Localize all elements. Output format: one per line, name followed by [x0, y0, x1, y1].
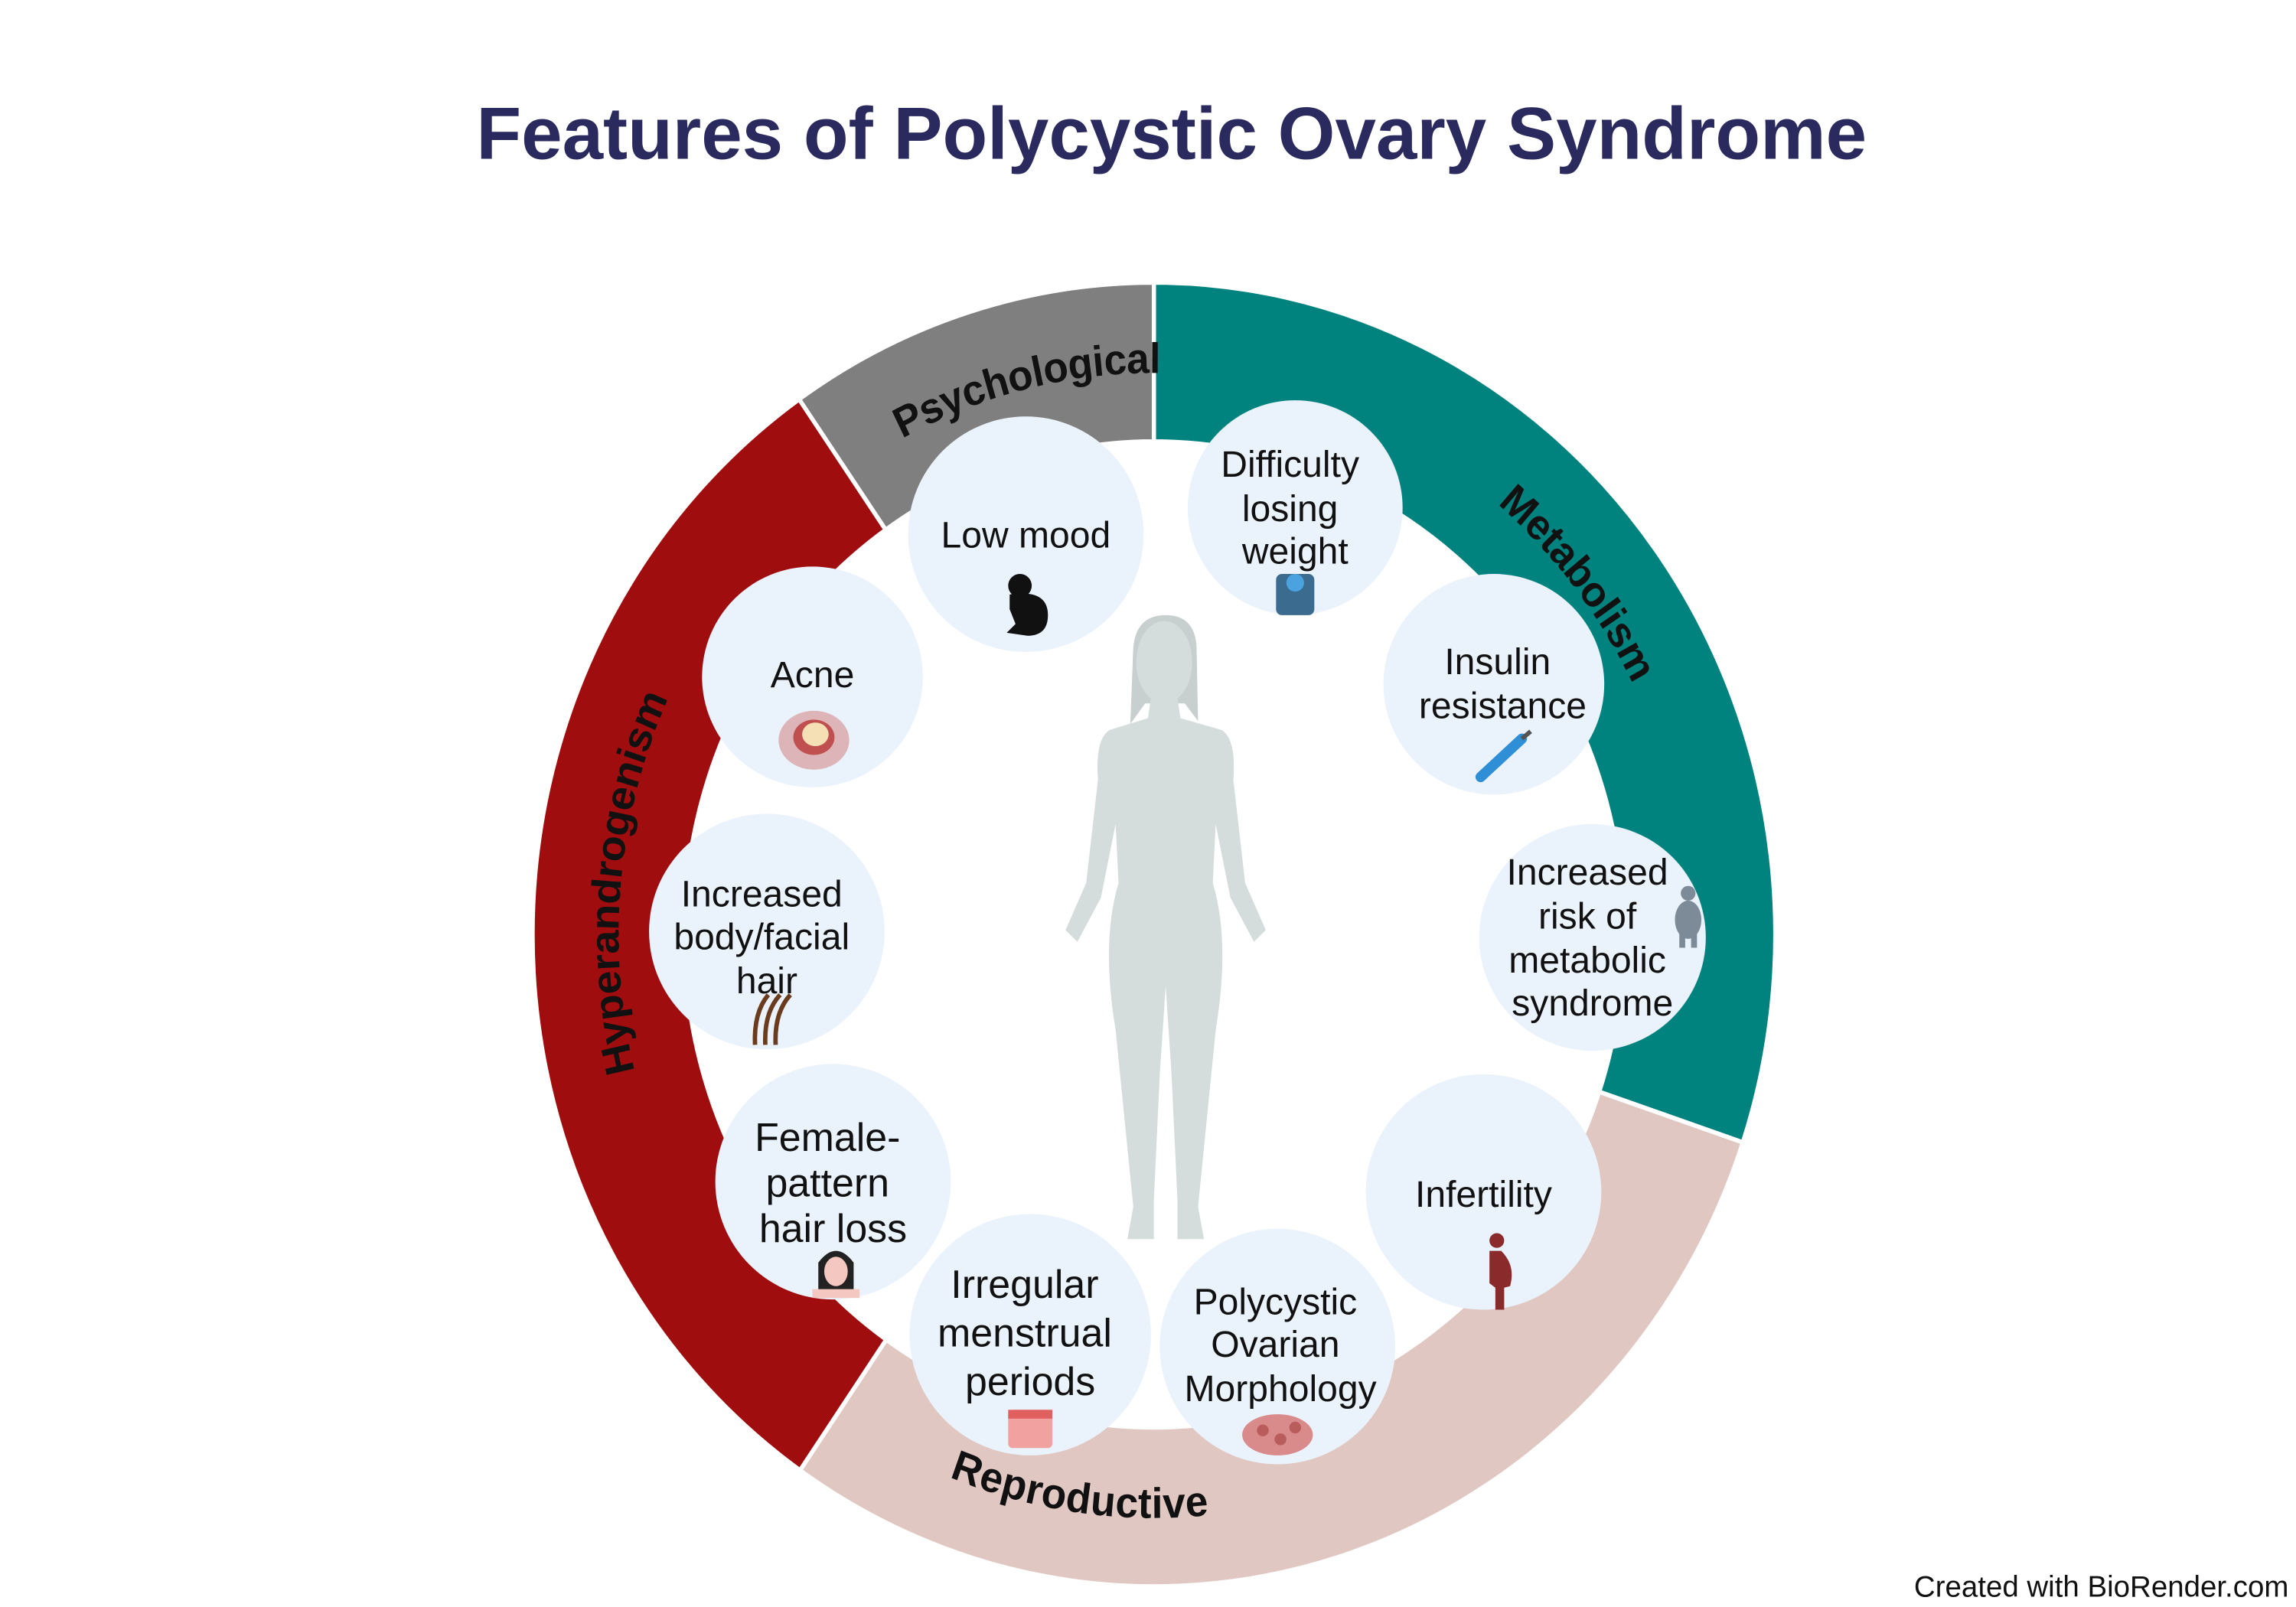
feature-female-pattern-hair-loss: Female- pattern hair loss	[715, 1064, 951, 1300]
feature-label: Low mood	[941, 514, 1111, 556]
feature-irregular-menstrual-periods: Irregular menstrual periods	[909, 1214, 1151, 1455]
feature-label: Difficulty losing weight	[1221, 444, 1369, 572]
feature-infertility: Infertility	[1365, 1074, 1602, 1310]
feature-bubble	[702, 566, 923, 787]
feature-polycystic-ovarian-morphology: Polycystic Ovarian Morphology	[1159, 1228, 1396, 1465]
woman-head-icon	[812, 1250, 860, 1299]
feature-insulin-resistance: Insulin resistance	[1383, 574, 1605, 795]
obese-person-icon	[1675, 885, 1702, 948]
feature-label: Acne	[771, 654, 855, 696]
sad-person-icon	[1006, 574, 1049, 636]
calendar-icon	[1008, 1410, 1052, 1449]
page-title: Features of Polycystic Ovary Syndrome	[476, 93, 1867, 175]
feature-label: Increased body/facial hair	[673, 874, 859, 1002]
feature-bubble	[1159, 1228, 1396, 1465]
ovary-icon	[1242, 1414, 1313, 1455]
feature-acne: Acne	[702, 566, 923, 787]
hair-strands-icon	[752, 993, 792, 1045]
segment-metabolism	[1151, 280, 1778, 1146]
feature-bubble	[1187, 400, 1403, 615]
weighing-scale-icon	[1276, 574, 1315, 615]
syringe-icon	[1475, 729, 1532, 783]
biorender-credit: Created with BioRender.com	[1914, 1571, 2288, 1604]
feature-difficulty-losing-weight: Difficulty losing weight	[1187, 400, 1403, 615]
feature-low-mood: Low mood	[908, 416, 1144, 652]
segment-reproductive	[797, 1089, 1746, 1589]
feature-label: Infertility	[1415, 1174, 1552, 1215]
segment-hyperandrogenism	[530, 396, 889, 1474]
feature-bubble	[1383, 574, 1605, 795]
pimple-icon	[778, 710, 850, 770]
feature-bubble	[715, 1064, 951, 1300]
feature-label: Increased risk of metabolic syndrome	[1507, 852, 1678, 1024]
feature-label: Polycystic Ovarian Morphology	[1185, 1281, 1377, 1409]
feature-bubble	[1365, 1074, 1602, 1310]
feature-bubble	[908, 416, 1144, 652]
feature-label: Female- pattern hair loss	[755, 1116, 912, 1251]
feature-label: Insulin resistance	[1419, 641, 1587, 727]
feature-bubble	[649, 813, 885, 1050]
female-body-icon	[1065, 614, 1266, 1240]
feature-bubble	[1479, 823, 1706, 1051]
category-ring: Metabolism Reproductive Hyperandrogenism…	[530, 280, 1778, 1589]
feature-label: Irregular menstrual periods	[938, 1263, 1123, 1404]
feature-metabolic-syndrome-risk: Increased risk of metabolic syndrome	[1479, 823, 1706, 1051]
feature-increased-body-facial-hair: Increased body/facial hair	[649, 813, 885, 1050]
feature-bubble	[909, 1214, 1151, 1455]
pregnant-woman-icon	[1489, 1233, 1512, 1310]
